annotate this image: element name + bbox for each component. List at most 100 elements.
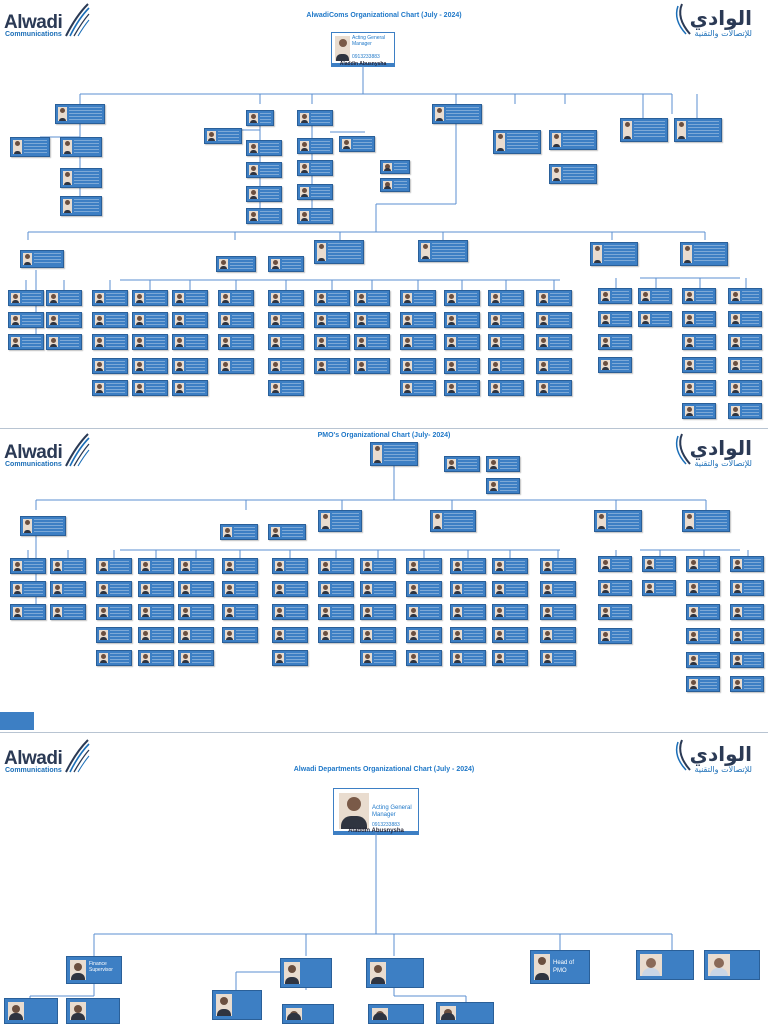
employee-card — [178, 604, 214, 620]
employee-photo — [495, 607, 504, 617]
employee-card — [132, 334, 168, 350]
employee-photo — [271, 383, 280, 393]
employee-card — [492, 558, 528, 574]
employee-photo — [489, 481, 498, 491]
employee-photo — [689, 559, 698, 569]
general-manager-card: Acting General Manager 0913233883 — [331, 32, 395, 67]
employee-card — [339, 136, 375, 152]
employee-card — [682, 403, 716, 419]
employee-card — [318, 627, 354, 643]
employee-photo — [733, 631, 742, 641]
employee-photo — [601, 607, 610, 617]
employee-card — [272, 581, 308, 597]
employee-card — [246, 186, 282, 202]
employee-photo — [271, 337, 280, 347]
employee-card — [8, 290, 44, 306]
employee-card — [730, 604, 764, 620]
employee-photo — [491, 293, 500, 303]
employee-photo — [543, 561, 552, 571]
employee-photo — [552, 167, 561, 181]
employee-photo — [135, 293, 144, 303]
employee-photo — [13, 140, 22, 154]
employee-card — [430, 510, 476, 532]
employee-photo — [689, 679, 698, 689]
logo-swoosh-icon — [65, 433, 90, 467]
employee-card — [354, 358, 390, 374]
employee-photo — [409, 584, 418, 594]
employee-card — [682, 380, 716, 396]
manager-card-1 — [280, 958, 332, 988]
employee-card — [20, 250, 64, 268]
employee-photo — [221, 293, 230, 303]
employee-photo — [99, 653, 108, 663]
employee-photo — [543, 607, 552, 617]
employee-card — [406, 627, 442, 643]
employee-card — [4, 998, 58, 1024]
employee-card — [178, 650, 214, 666]
org-chart-panel-main: Alwadi Communications الوادي للإتصالات و… — [0, 0, 768, 429]
employee-photo — [495, 561, 504, 571]
employee-photo — [275, 561, 284, 571]
employee-card — [728, 334, 762, 350]
employee-photo — [403, 361, 412, 371]
employee-photo — [141, 561, 150, 571]
employee-card — [272, 650, 308, 666]
chart-title: PMO's Organizational Chart (July- 2024) — [317, 432, 451, 439]
employee-card — [590, 242, 638, 266]
employee-photo — [249, 165, 258, 175]
employee-card — [218, 334, 254, 350]
employee-card — [92, 312, 128, 328]
employee-card — [138, 650, 174, 666]
employee-photo — [447, 315, 456, 325]
employee-card — [488, 312, 524, 328]
employee-card — [96, 558, 132, 574]
employee-photo — [539, 293, 548, 303]
alwadi-logo-right: الوادي للإتصالات والتقنية — [670, 432, 752, 472]
employee-photo — [11, 337, 20, 347]
employee-photo — [225, 561, 234, 571]
employee-card — [268, 312, 304, 328]
employee-photo — [373, 445, 382, 463]
employee-photo — [275, 607, 284, 617]
employee-card — [272, 604, 308, 620]
employee-photo — [453, 561, 462, 571]
employee-card — [246, 162, 282, 178]
employee-card — [272, 627, 308, 643]
employee-photo — [685, 360, 694, 370]
gm-name: Aladdin Abusnysha — [339, 61, 387, 67]
org-chart-panel-pmo: Alwadi Communications الوادي للإتصالات و… — [0, 430, 768, 733]
employee-card — [318, 604, 354, 620]
employee-card — [686, 580, 720, 596]
employee-photo — [275, 653, 284, 663]
employee-card — [8, 334, 44, 350]
employee-photo — [363, 653, 372, 663]
alwadi-logo-right: الوادي للإتصالات والتقنية — [670, 738, 752, 778]
employee-photo — [181, 584, 190, 594]
employee-card — [314, 358, 350, 374]
employee-card — [730, 628, 764, 644]
employee-card — [96, 604, 132, 620]
employee-card — [354, 334, 390, 350]
connector-lines — [27, 466, 749, 614]
hr-card-2 — [704, 950, 760, 980]
employee-card — [450, 581, 486, 597]
employee-photo — [447, 459, 456, 469]
employee-card — [172, 334, 208, 350]
employee-card — [450, 627, 486, 643]
employee-card — [360, 604, 396, 620]
employee-photo — [225, 584, 234, 594]
employee-card — [268, 380, 304, 396]
employee-card — [314, 312, 350, 328]
employee-photo — [207, 131, 216, 141]
employee-photo — [249, 113, 258, 123]
employee-card — [96, 581, 132, 597]
employee-photo — [601, 314, 610, 324]
employee-photo — [491, 337, 500, 347]
logo-wordmark: Alwadi — [4, 12, 63, 33]
employee-card — [360, 650, 396, 666]
employee-photo — [363, 630, 372, 640]
employee-photo — [317, 243, 326, 261]
employee-photo — [53, 584, 62, 594]
employee-photo — [383, 163, 392, 171]
employee-card — [488, 358, 524, 374]
